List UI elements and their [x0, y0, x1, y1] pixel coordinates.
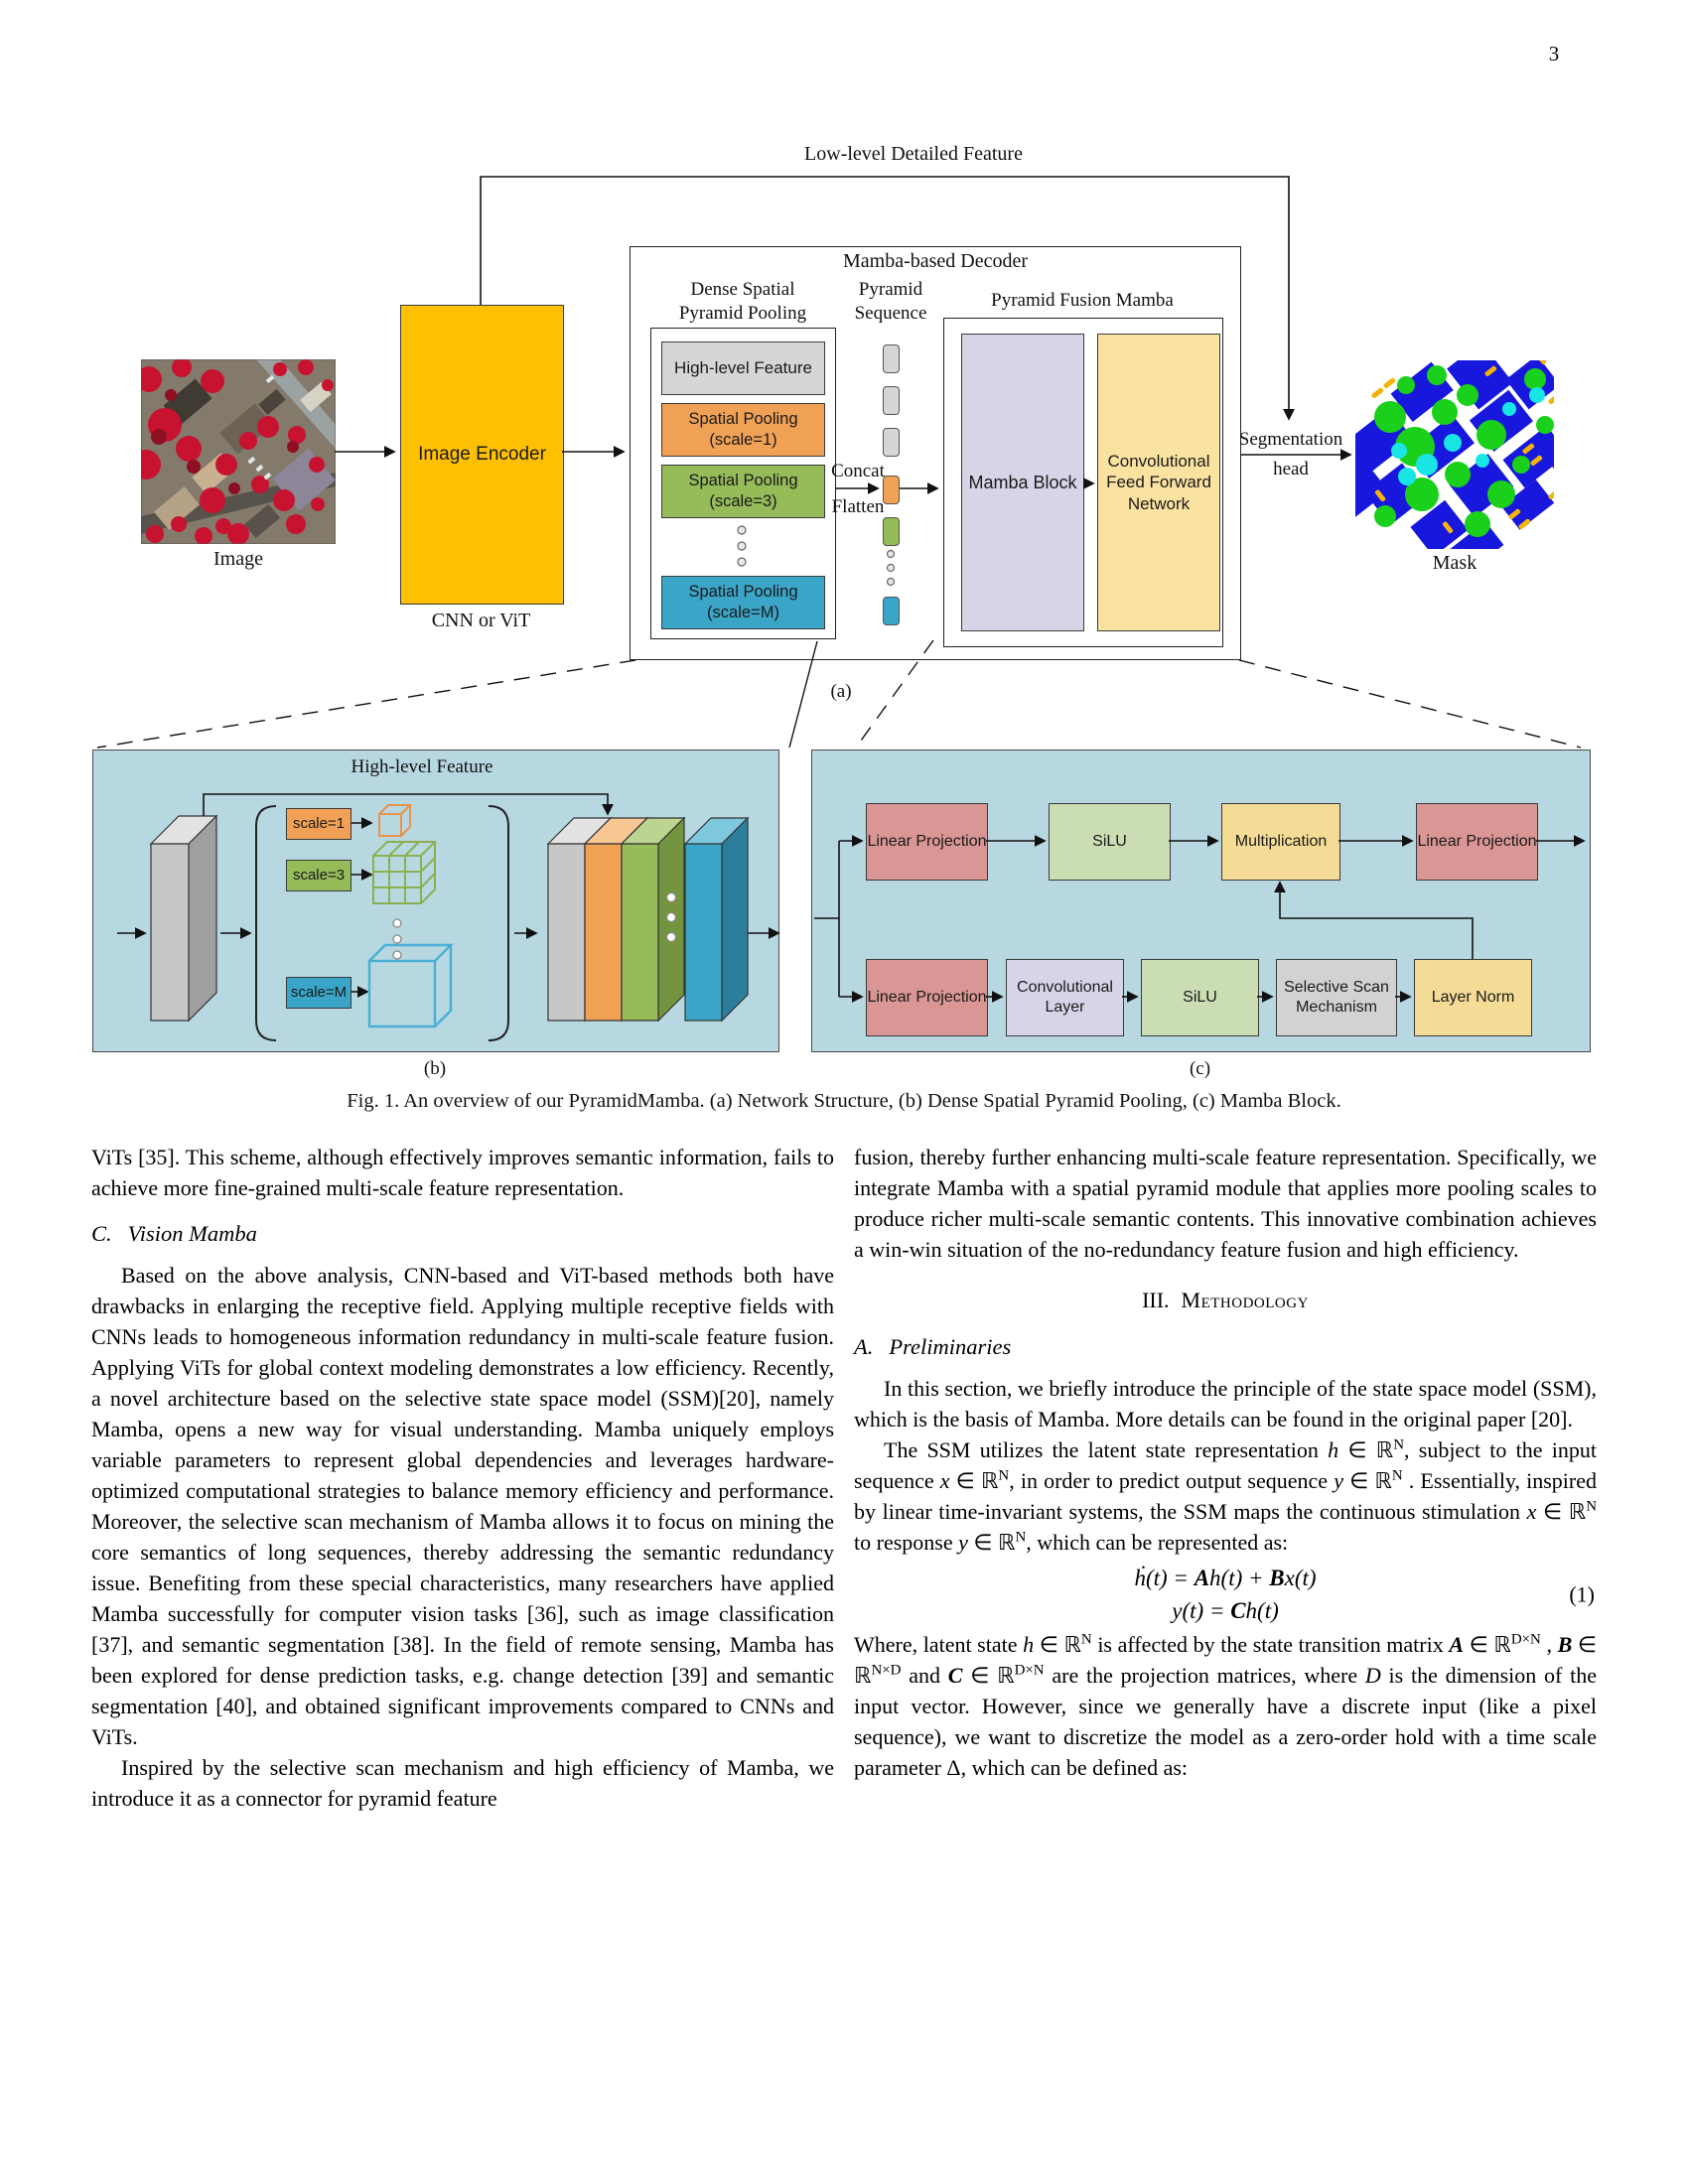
subfigure-a-label: (a): [830, 681, 852, 702]
layer-norm-box: Layer Norm: [1414, 959, 1532, 1036]
paragraph: Inspired by the selective scan mechanism…: [91, 1755, 834, 1811]
paragraph: fusion, thereby further enhancing multi-…: [854, 1145, 1597, 1262]
multiplication-box: Multiplication: [1221, 803, 1340, 881]
image-label: Image: [213, 548, 263, 570]
segmentation-head-label-line2: head: [1273, 459, 1309, 479]
scale1-box-b: scale=1: [286, 808, 352, 840]
flatten-label: Flatten: [831, 496, 885, 517]
paragraph: In this section, we briefly introduce th…: [854, 1376, 1597, 1432]
subsection-heading-preliminaries: A.Preliminaries: [854, 1334, 1012, 1359]
sequence-token-orange: [883, 476, 900, 504]
spatial-pooling-scale1-box: Spatial Pooling (scale=1): [661, 403, 825, 457]
subfigure-b-label: (b): [423, 1058, 447, 1079]
sequence-token-teal: [883, 597, 900, 625]
pfm-title: Pyramid Fusion Mamba: [991, 290, 1174, 311]
subsection-heading-vision-mamba: C.Vision Mamba: [91, 1221, 257, 1246]
equation-1: ḣ(t) = Ah(t) + Bx(t) y(t) = Ch(t) (1): [854, 1562, 1597, 1627]
sequence-token-green: [883, 517, 900, 546]
decoder-title: Mamba-based Decoder: [842, 250, 1029, 272]
linear-projection-box-2: Linear Projection: [1416, 803, 1538, 881]
paragraph: Where, latent state h ∈ ℝN is affected b…: [854, 1631, 1598, 1780]
cffn-box: Convolutional Feed Forward Network: [1097, 334, 1220, 631]
subfigure-c-label: (c): [1189, 1058, 1211, 1079]
equation-line: y(t) = Ch(t): [1172, 1598, 1279, 1623]
sequence-token-gray-3: [883, 428, 900, 457]
subfigure-b-panel: [92, 750, 779, 1052]
figure-caption: Fig. 1. An overview of our PyramidMamba.…: [347, 1090, 1341, 1112]
mamba-block-box: Mamba Block: [961, 334, 1084, 631]
section-heading-methodology: III.Methodology: [1142, 1288, 1309, 1312]
paragraph: Based on the above analysis, CNN-based a…: [91, 1263, 834, 1749]
equation-number: (1): [1569, 1581, 1595, 1607]
equation-line: ḣ(t) = Ah(t) + Bx(t): [1134, 1566, 1317, 1590]
image-encoder-box: Image Encoder: [400, 305, 564, 605]
scale3-box-b: scale=3: [286, 860, 352, 891]
conv-layer-box: Convolutional Layer: [1006, 959, 1124, 1036]
scaleM-box-b: scale=M: [286, 977, 352, 1009]
high-level-feature-box: High-level Feature: [661, 341, 825, 395]
spatial-pooling-scaleM-box: Spatial Pooling (scale=M): [661, 576, 825, 629]
encoder-caption: CNN or ViT: [431, 610, 531, 631]
concat-label: Concat: [831, 461, 885, 481]
pyramid-sequence-title: Pyramid Sequence: [854, 279, 927, 324]
b-high-level-feature-title: High-level Feature: [351, 756, 493, 777]
silu-box-2: SiLU: [1141, 959, 1259, 1036]
segmentation-head-label-line1: Segmentation: [1238, 429, 1343, 450]
linear-projection-box-1: Linear Projection: [866, 803, 988, 881]
mask-label: Mask: [1432, 552, 1477, 574]
spatial-pooling-scale3-box: Spatial Pooling (scale=3): [661, 465, 825, 518]
paragraph: The SSM utilizes the latent state repres…: [854, 1436, 1598, 1555]
dspp-title: Dense Spatial Pyramid Pooling: [678, 279, 807, 324]
sequence-token-gray-1: [883, 344, 900, 373]
right-column: fusion, thereby further enhancing multi-…: [854, 1142, 1597, 1783]
page-number: 3: [1548, 42, 1560, 66]
linear-projection-box-3: Linear Projection: [866, 959, 988, 1036]
silu-box-1: SiLU: [1049, 803, 1171, 881]
aerial-image: [141, 359, 336, 544]
sequence-token-gray-2: [883, 386, 900, 415]
paragraph: ViTs [35]. This scheme, although effecti…: [91, 1145, 834, 1200]
left-column: ViTs [35]. This scheme, although effecti…: [91, 1142, 834, 1814]
low-level-feature-label: Low-level Detailed Feature: [804, 143, 1023, 165]
selective-scan-box: Selective Scan Mechanism: [1276, 959, 1397, 1036]
